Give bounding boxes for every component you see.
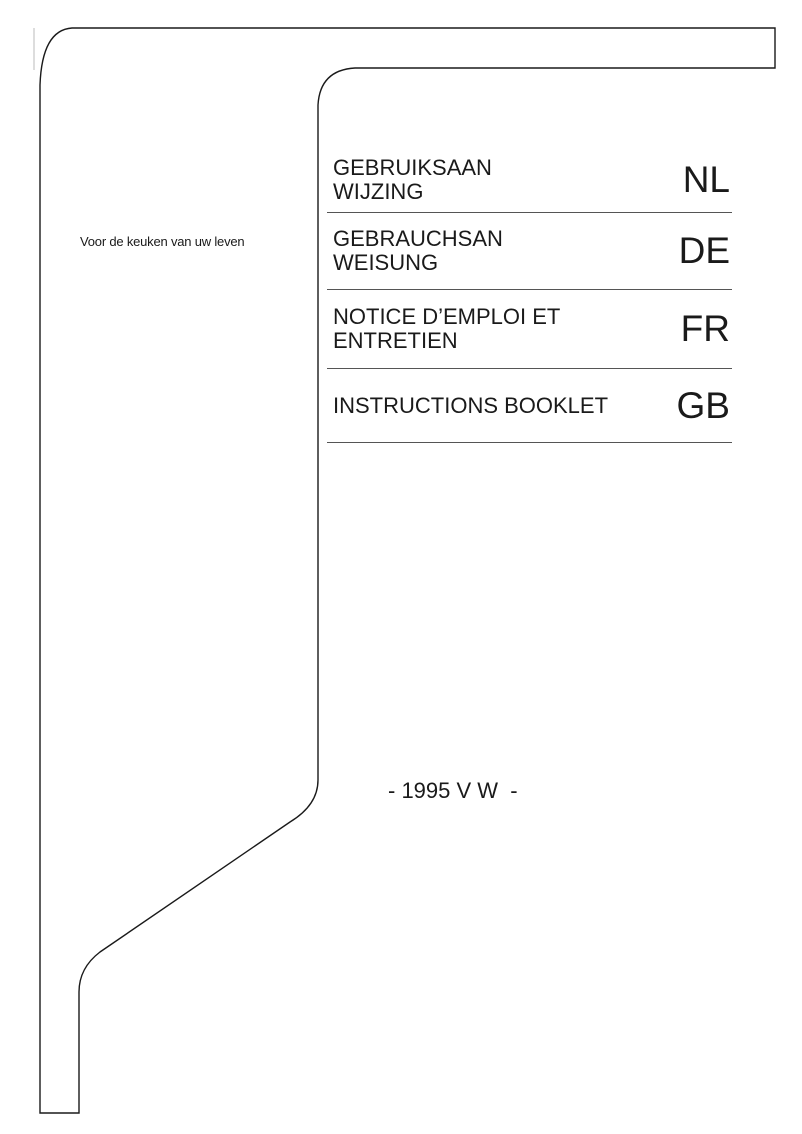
manual-row-de: GEBRAUCHSAN WEISUNG DE bbox=[327, 213, 732, 290]
manual-title: INSTRUCTIONS BOOKLET bbox=[327, 392, 609, 418]
manual-title-line: WEISUNG bbox=[333, 250, 439, 275]
manual-row-nl: GEBRUIKSAAN WIJZING NL bbox=[327, 140, 732, 213]
manual-title-line: GEBRAUCHSAN bbox=[333, 226, 503, 251]
manual-row-gb: INSTRUCTIONS BOOKLET GB bbox=[327, 369, 732, 443]
manual-title: NOTICE D’EMPLOI ET ENTRETIEN bbox=[327, 305, 560, 353]
manual-title-line: INSTRUCTIONS BOOKLET bbox=[333, 392, 609, 418]
manual-title: GEBRAUCHSAN WEISUNG bbox=[327, 227, 503, 275]
model-code: - 1995 V W - bbox=[388, 778, 518, 803]
language-code: GB bbox=[676, 384, 730, 426]
tagline: Voor de keuken van uw leven bbox=[80, 234, 245, 249]
manual-title-line: ENTRETIEN bbox=[333, 328, 458, 353]
language-code: FR bbox=[680, 308, 730, 349]
manual-title-line: WIJZING bbox=[333, 179, 424, 204]
manual-title-line: GEBRUIKSAAN bbox=[333, 155, 492, 180]
manual-language-list: GEBRUIKSAAN WIJZING NL GEBRAUCHSAN WEISU… bbox=[327, 140, 732, 443]
manual-row-fr: NOTICE D’EMPLOI ET ENTRETIEN FR bbox=[327, 290, 732, 369]
manual-title-line: NOTICE D’EMPLOI ET bbox=[333, 304, 561, 329]
manual-title: GEBRUIKSAAN WIJZING bbox=[327, 156, 492, 204]
language-code: NL bbox=[682, 159, 730, 200]
language-code: DE bbox=[678, 230, 730, 271]
